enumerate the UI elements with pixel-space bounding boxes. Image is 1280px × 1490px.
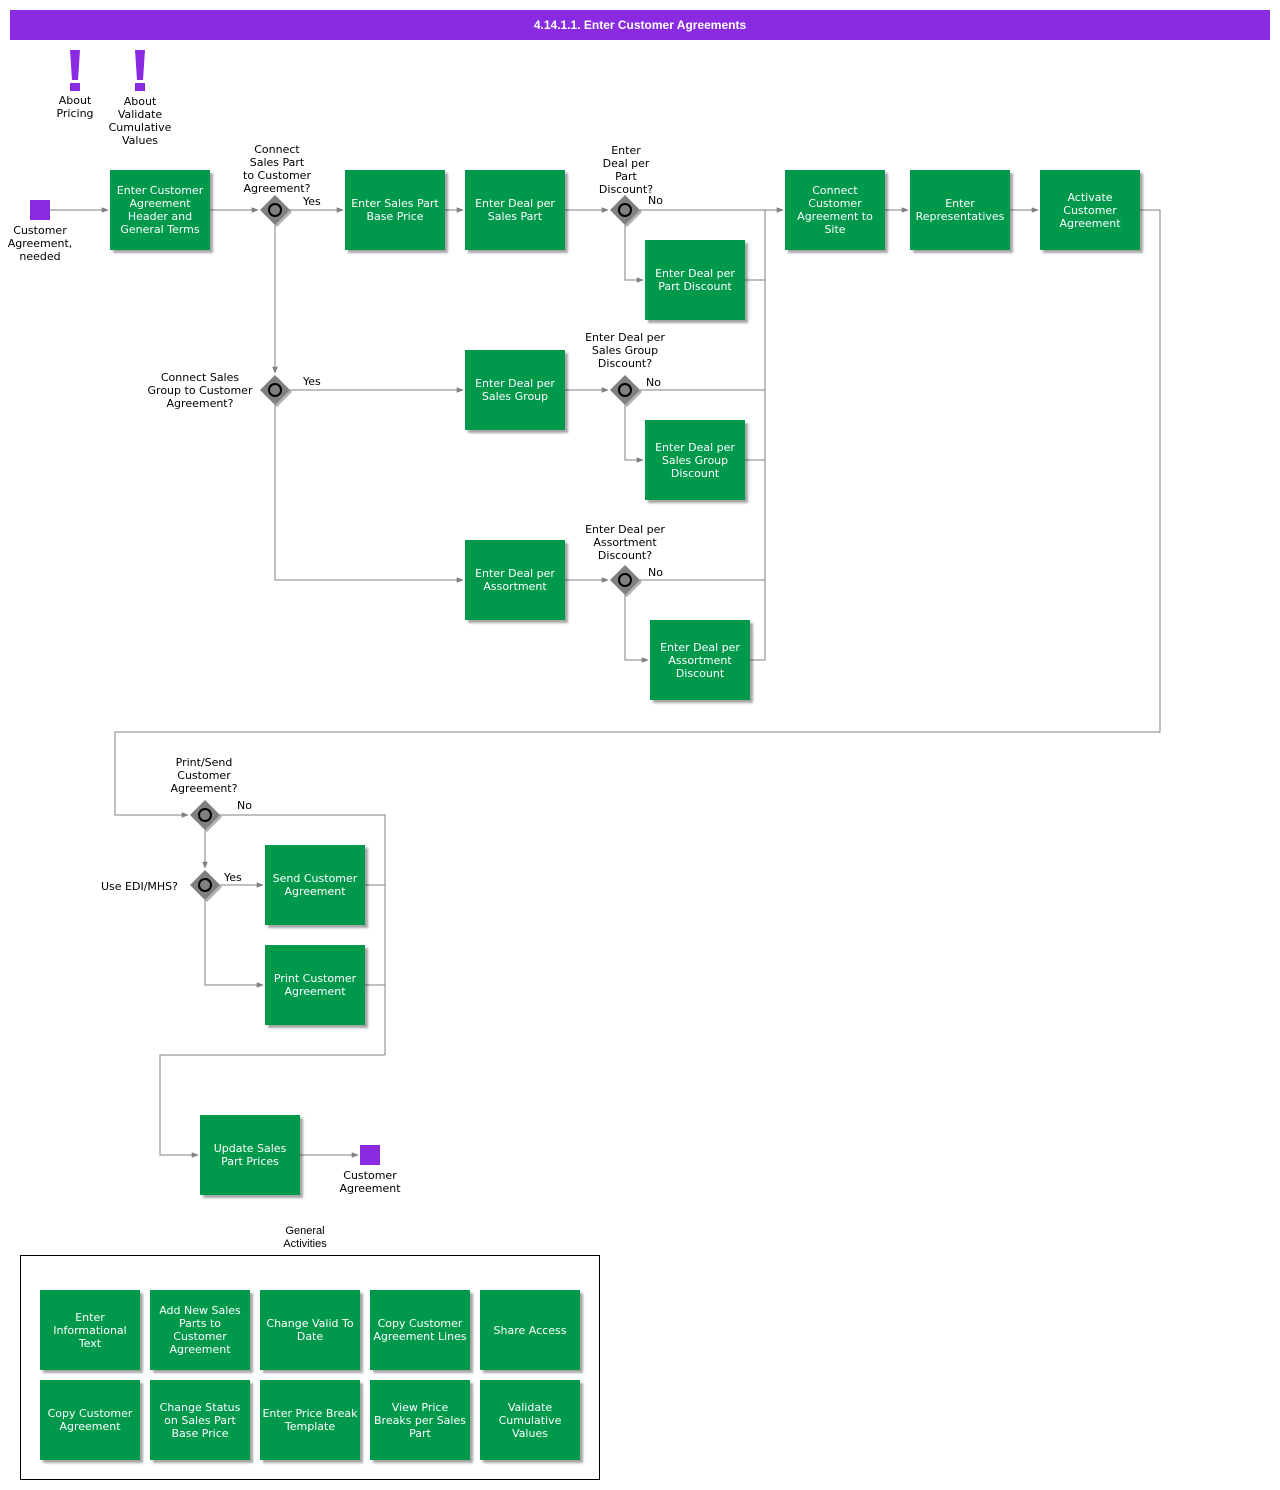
gateway-diamond: [190, 870, 222, 902]
gateway-label-use-edi: Use EDI/MHS?: [101, 880, 178, 893]
flow-merge-t14: [159, 1054, 385, 1158]
exclamation-icon[interactable]: [70, 50, 80, 91]
gateway-diamond: [610, 195, 642, 227]
gateway-diamond: [610, 565, 642, 597]
general-activities-group: [20, 1255, 600, 1480]
start-event: [30, 200, 50, 220]
task-activate-agreement[interactable]: Activate Customer Agreement: [1040, 170, 1140, 250]
flow-g6-no: [220, 814, 386, 1055]
gateway-label-connect-sales-group: Connect Sales Group to Customer Agreemen…: [147, 371, 253, 410]
start-event-label: Customer Agreement, needed: [7, 224, 73, 263]
task-connect-site[interactable]: Connect Customer Agreement to Site: [785, 170, 885, 250]
flow-label-yes: Yes: [303, 375, 321, 388]
general-activity[interactable]: Enter Price Break Template: [260, 1380, 360, 1460]
diagram-title: 4.14.1.1. Enter Customer Agreements: [10, 10, 1270, 40]
task-deal-per-part-discount[interactable]: Enter Deal per Part Discount: [645, 240, 745, 320]
gateway-diamond: [260, 375, 292, 407]
general-activities-title: General Activities: [283, 1225, 327, 1250]
task-deal-per-assortment[interactable]: Enter Deal per Assortment: [465, 540, 565, 620]
flow-g2-t4: [624, 225, 644, 283]
gateway-label-print-send: Print/Send Customer Agreement?: [170, 756, 238, 795]
task-sales-part-base-price[interactable]: Enter Sales Part Base Price: [345, 170, 445, 250]
flow-label-yes: Yes: [224, 871, 242, 884]
general-activity[interactable]: Share Access: [480, 1290, 580, 1370]
gateway-label-connect-sales-part: Connect Sales Part to Customer Agreement…: [243, 143, 311, 195]
task-update-sales-part-prices[interactable]: Update Sales Part Prices: [200, 1115, 300, 1195]
end-event-label: Customer Agreement: [339, 1169, 401, 1195]
flow-label-no: No: [237, 799, 252, 812]
task-deal-per-sales-part[interactable]: Enter Deal per Sales Part: [465, 170, 565, 250]
task-enter-header[interactable]: Enter Customer Agreement Header and Gene…: [110, 170, 210, 250]
general-activity[interactable]: View Price Breaks per Sales Part: [370, 1380, 470, 1460]
gateway-label-part-discount: Enter Deal per Part Discount?: [598, 144, 654, 196]
task-deal-per-sales-group[interactable]: Enter Deal per Sales Group: [465, 350, 565, 430]
gateway-diamond: [610, 375, 642, 407]
task-enter-representatives[interactable]: Enter Representatives: [910, 170, 1010, 250]
flow-g4-t9: [624, 405, 644, 463]
flow-g5-t11: [624, 595, 649, 663]
flow-g3-t10: [274, 405, 464, 583]
note-about-pricing[interactable]: About Pricing: [56, 94, 94, 120]
gateway-diamond: [190, 800, 222, 832]
note-about-validate[interactable]: About Validate Cumulative Values: [108, 95, 172, 147]
flow-label-no: No: [648, 566, 663, 579]
general-activity[interactable]: Copy Customer Agreement: [40, 1380, 140, 1460]
flow-label-no: No: [648, 194, 663, 207]
exclamation-icon[interactable]: [135, 50, 145, 91]
flow-t4-merge: [745, 210, 766, 281]
end-event: [360, 1145, 380, 1165]
flow-label-yes: Yes: [303, 195, 321, 208]
gateway-diamond: [260, 195, 292, 227]
general-activity[interactable]: Change Valid To Date: [260, 1290, 360, 1370]
task-send-agreement[interactable]: Send Customer Agreement: [265, 845, 365, 925]
task-deal-per-sales-group-discount[interactable]: Enter Deal per Sales Group Discount: [645, 420, 745, 500]
flow-label-no: No: [646, 376, 661, 389]
general-activity[interactable]: Add New Sales Parts to Customer Agreemen…: [150, 1290, 250, 1370]
task-deal-per-assortment-discount[interactable]: Enter Deal per Assortment Discount: [650, 620, 750, 700]
gateway-label-assortment-discount: Enter Deal per Assortment Discount?: [585, 523, 665, 562]
general-activity[interactable]: Enter Informational Text: [40, 1290, 140, 1370]
flow-t7-g6: [114, 209, 1161, 818]
task-print-agreement[interactable]: Print Customer Agreement: [265, 945, 365, 1025]
gateway-label-sales-group-discount: Enter Deal per Sales Group Discount?: [585, 331, 665, 370]
flow-t11-merge: [750, 210, 766, 661]
general-activity[interactable]: Copy Customer Agreement Lines: [370, 1290, 470, 1370]
flow-g7-t13: [204, 900, 264, 988]
general-activity[interactable]: Validate Cumulative Values: [480, 1380, 580, 1460]
general-activity[interactable]: Change Status on Sales Part Base Price: [150, 1380, 250, 1460]
